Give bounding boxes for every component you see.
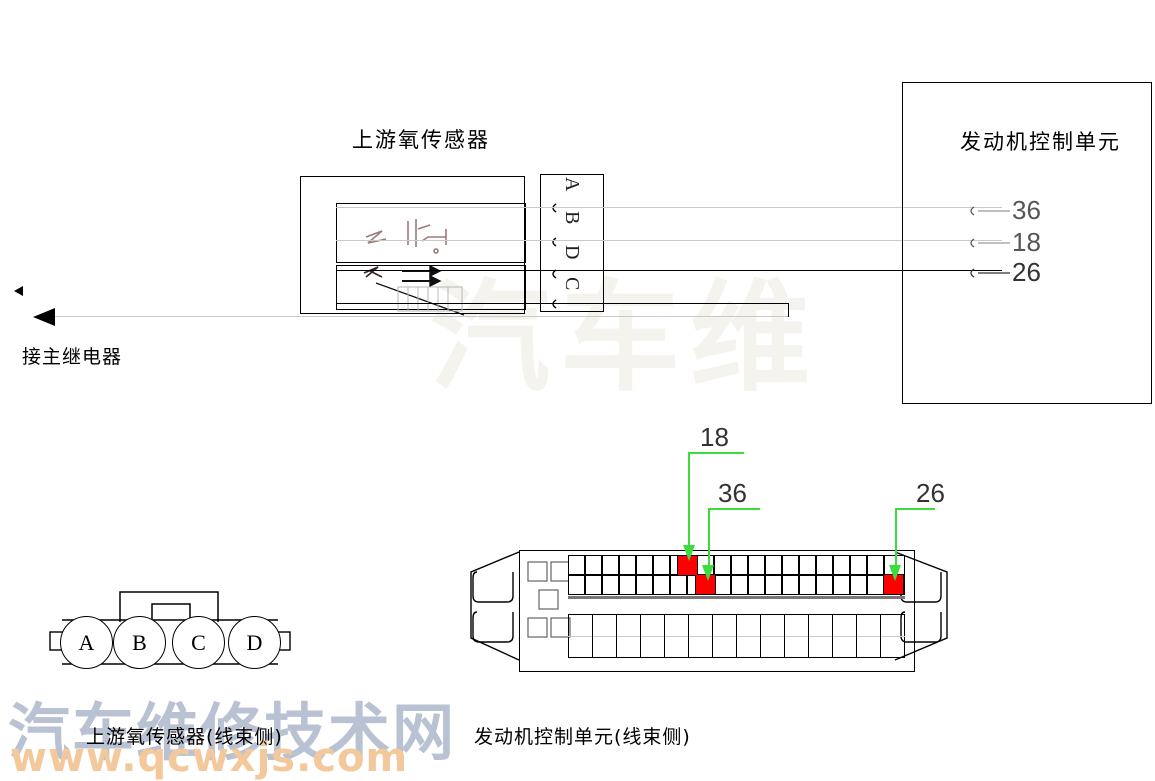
wire-a-to-pin36 (336, 207, 1002, 208)
main-relay-marker-icon (14, 286, 23, 296)
pin-divider (760, 614, 761, 658)
pin-divider (688, 614, 689, 658)
pin-divider (880, 614, 881, 658)
main-relay-label: 接主继电器 (22, 346, 123, 368)
pin-divider (664, 614, 665, 658)
wire-d-to-pin26 (336, 270, 1002, 271)
leader-line-18-vertical (688, 452, 690, 552)
pin-divider (592, 614, 593, 658)
leader-arrow-36 (702, 565, 714, 581)
sensor-outer-box (300, 176, 525, 314)
ecu-harness-key-cells (527, 561, 571, 638)
sensor-harness-pin-b: B (113, 616, 166, 669)
ecu-harness-callout-36: 36 (718, 478, 747, 508)
ecu-harness-body (519, 550, 915, 672)
wire-c-segment-upper (336, 303, 788, 304)
ecu-pin-number-26: 26 (1012, 257, 1041, 287)
sensor-connector-column (540, 174, 604, 312)
sensor-inner-box-upper (336, 203, 526, 263)
ecu-pin-number-36: 36 (1012, 195, 1041, 225)
leader-arrow-26 (889, 565, 901, 581)
wire-b-to-pin18 (336, 240, 1002, 241)
ecu-pin-hooks (970, 206, 1010, 278)
ecu-harness-callout-26: 26 (916, 478, 945, 508)
pin-divider (832, 614, 833, 658)
ecu-block (902, 82, 1152, 404)
leader-line-18-horizontal (688, 452, 744, 454)
watermark-large-background: 汽车维 (430, 271, 820, 405)
main-relay-arrow (33, 308, 55, 326)
leader-arrow-18 (683, 545, 695, 561)
pin-divider (640, 614, 641, 658)
wire-c-to-relay (48, 316, 788, 317)
watermark-site-name: 汽车维修技术网 (8, 696, 457, 769)
sensor-title: 上游氧传感器 (352, 128, 490, 152)
pin-divider (856, 614, 857, 658)
sensor-harness-pin-a: A (60, 616, 113, 669)
pin-divider (808, 614, 809, 658)
ecu-harness-caption: 发动机控制单元(线束侧) (474, 726, 691, 748)
ecu-title: 发动机控制单元 (960, 130, 1121, 154)
leader-line-26-horizontal (895, 508, 935, 510)
upper-block-base (568, 596, 905, 599)
ecu-harness-callout-18: 18 (700, 422, 729, 452)
leader-line-26-vertical (895, 508, 897, 572)
pin-divider (736, 614, 737, 658)
leader-line-36-horizontal (708, 508, 760, 510)
sensor-harness-pin-d: D (228, 616, 281, 669)
sensor-internal-symbols (363, 219, 465, 316)
sensor-harness-pin-c: C (172, 616, 225, 669)
sensor-harness-latch (119, 591, 219, 622)
leader-line-36-vertical (708, 508, 710, 572)
pin-divider (784, 614, 785, 658)
pin-divider (712, 614, 713, 658)
sensor-connector-hooks (552, 203, 557, 309)
wire-c-drop (788, 303, 789, 317)
upper-block-outline (568, 555, 905, 595)
sensor-harness-caption: 上游氧传感器(线束侧) (86, 726, 283, 748)
ecu-pin-number-18: 18 (1012, 227, 1041, 257)
sensor-inner-box-lower (336, 265, 526, 310)
pin-divider (616, 614, 617, 658)
